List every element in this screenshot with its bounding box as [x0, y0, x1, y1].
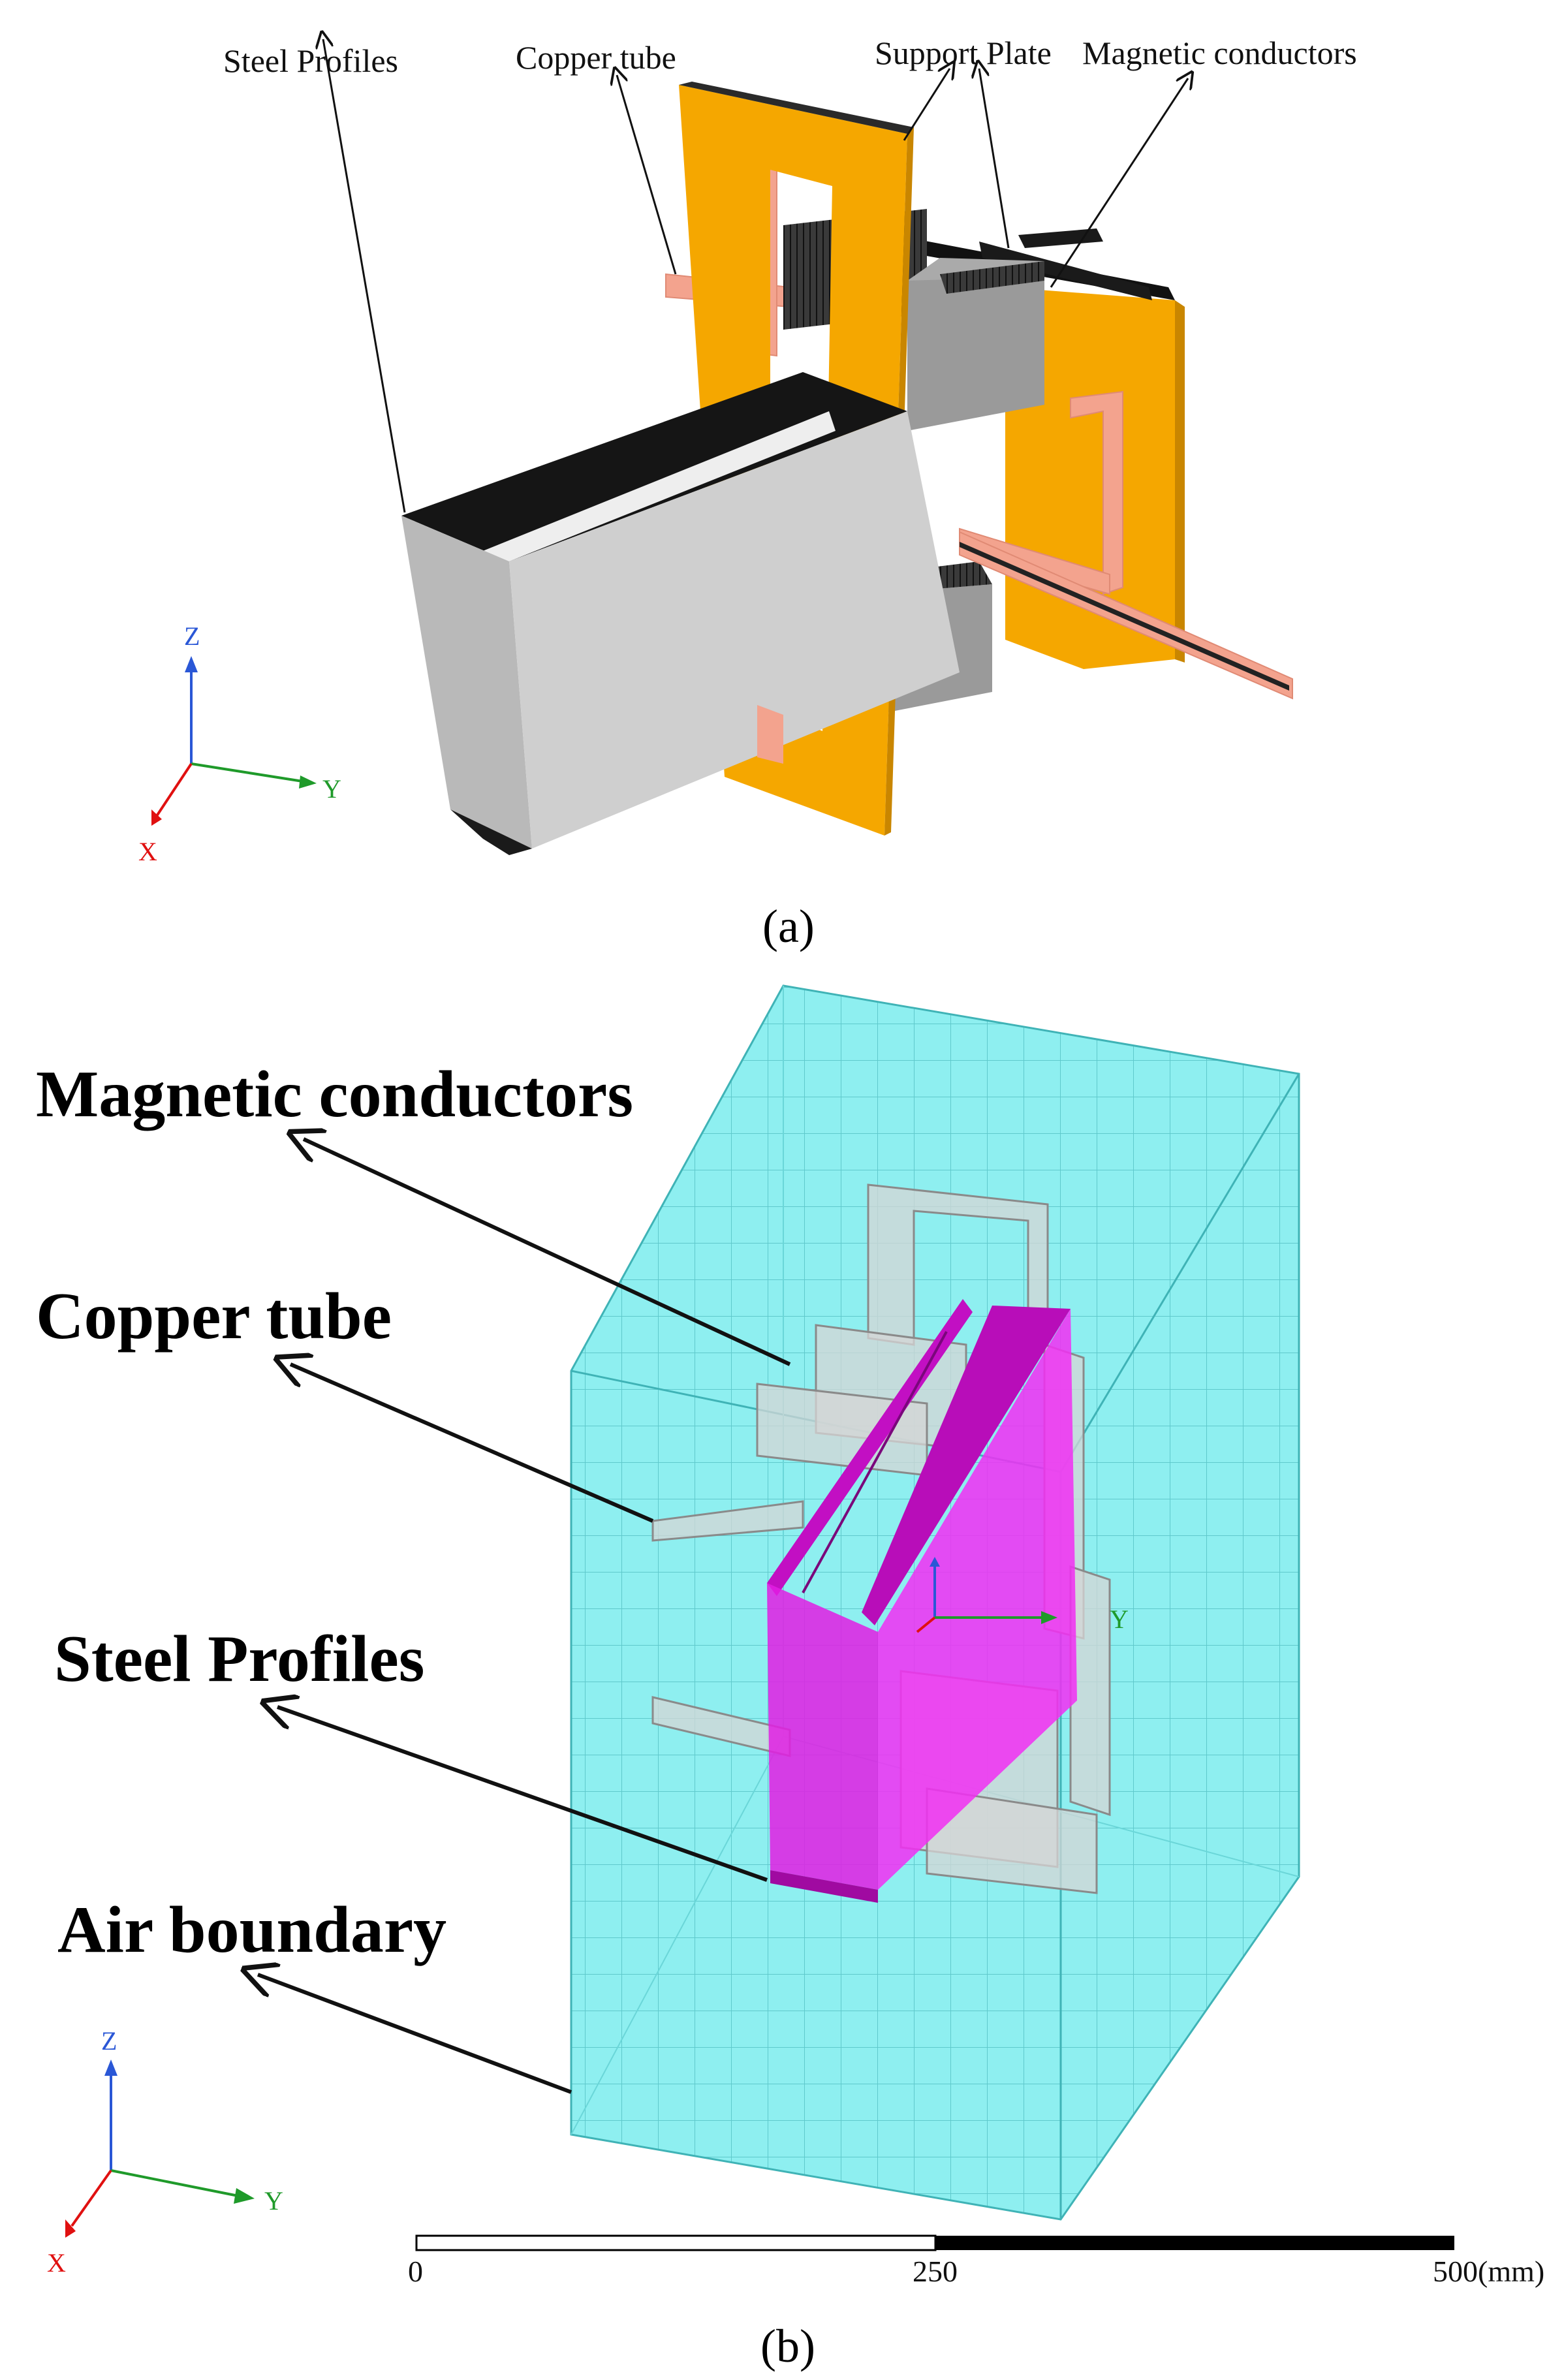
inner-axis-y-label: Y — [1110, 1605, 1129, 1634]
panel-b: Y Magnetic conductors Copper tube Steel … — [36, 984, 1544, 2372]
rails-back — [979, 228, 1152, 300]
leaders-b — [258, 1139, 791, 2094]
axis-x-label-a: X — [138, 837, 157, 866]
label-air-boundary-b: Air boundary — [57, 1893, 446, 1967]
scale-tick-250: 250 — [913, 2255, 958, 2288]
scale-tick-0: 0 — [408, 2255, 423, 2288]
caption-b: (b) — [760, 2320, 815, 2372]
steel-profile — [401, 372, 960, 855]
axis-triad-a: Z Y X — [138, 621, 341, 866]
label-magnetic-conductors-a: Magnetic conductors — [1082, 35, 1357, 71]
label-steel-profiles-a: Steel Profiles — [223, 42, 398, 79]
inner-axis-triad-b: Y — [916, 1557, 1129, 1634]
axis-z-label-a: Z — [184, 621, 200, 651]
panel-a: Steel Profiles Copper tube Support Plate… — [138, 35, 1357, 952]
axis-x-label-b: X — [47, 2248, 66, 2278]
axis-y-label-a: Y — [322, 774, 341, 804]
leaders-a — [323, 39, 1188, 513]
label-copper-tube-b: Copper tube — [36, 1279, 392, 1353]
caption-a: (a) — [762, 900, 815, 952]
label-magnetic-conductors-b: Magnetic conductors — [36, 1057, 633, 1131]
label-steel-profiles-b: Steel Profiles — [54, 1622, 424, 1696]
label-copper-tube-a: Copper tube — [516, 39, 676, 76]
copper-tube-branch — [757, 531, 1293, 764]
axis-z-label-b: Z — [101, 2026, 117, 2056]
scale-tick-500: 500(mm) — [1433, 2255, 1544, 2288]
scale-bar: 0 250 500(mm) — [408, 2234, 1544, 2288]
steel-profile-b — [767, 1299, 1077, 1903]
axis-y-label-b: Y — [264, 2186, 283, 2216]
axis-triad-b: Z Y X — [47, 2026, 283, 2278]
label-support-plate-a: Support Plate — [875, 35, 1052, 71]
